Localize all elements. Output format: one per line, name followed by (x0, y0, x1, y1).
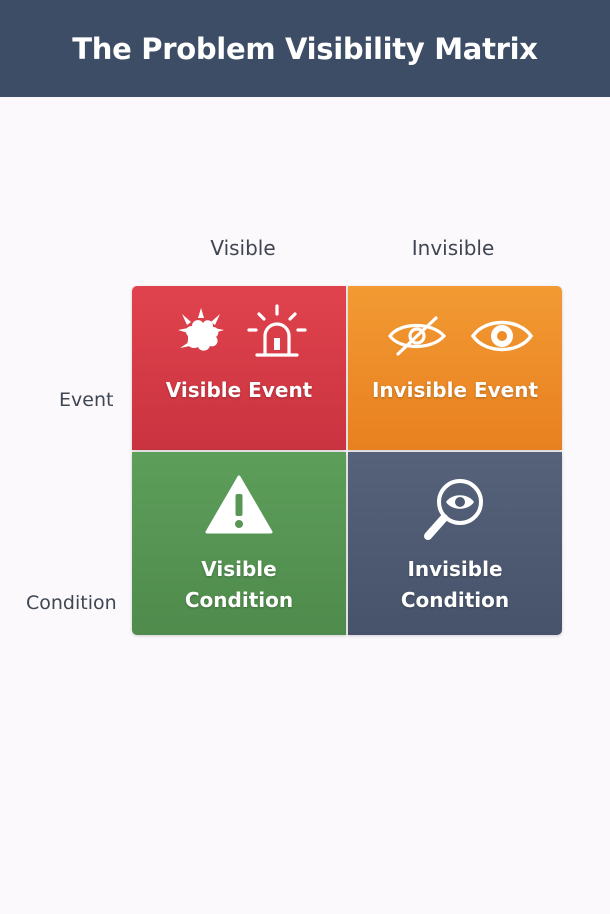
cell-label-line1: Invisible (407, 557, 503, 581)
cell-visible-event: Visible Event (132, 286, 346, 450)
header-bar: The Problem Visibility Matrix (0, 0, 610, 97)
magnifier-eye-icon (424, 479, 483, 540)
page-title: The Problem Visibility Matrix (72, 31, 538, 66)
cell-label: Visible Event (165, 378, 313, 402)
warning-triangle-icon (205, 475, 273, 534)
cell-visible-condition: Visible Condition (132, 452, 346, 635)
column-label-visible: Visible (210, 236, 276, 260)
row-label-event: Event (59, 389, 114, 411)
cell-label-line1: Visible (201, 557, 277, 581)
column-label-invisible: Invisible (411, 236, 495, 260)
row-label-condition: Condition (26, 592, 117, 614)
cell-invisible-event: Invisible Event (348, 286, 562, 450)
cell-label-line2: Condition (400, 588, 510, 612)
cell-label: Invisible Event (371, 378, 539, 402)
eye-slash-icon (388, 316, 447, 356)
cell-invisible-condition: Invisible Condition (348, 452, 562, 635)
explosion-icon (178, 308, 224, 351)
eye-icon (470, 320, 534, 352)
alarm-siren-icon (247, 304, 307, 357)
cell-label-line2: Condition (184, 588, 294, 612)
